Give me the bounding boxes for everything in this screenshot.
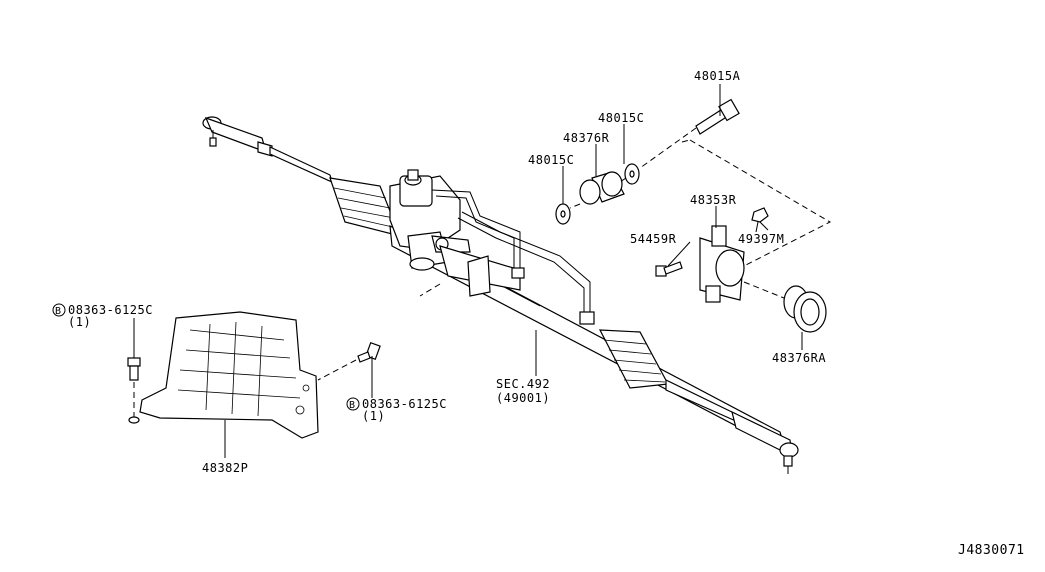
label-49397m: 49397M <box>738 232 784 246</box>
left-tie-rod-end <box>202 116 273 157</box>
label-48015a: 48015A <box>694 69 741 83</box>
bolt-callout-left: B 08363-6125C (1) <box>52 303 153 329</box>
bolt-marker-letter: B <box>349 400 356 411</box>
bolt-48015a-drawing <box>695 98 740 135</box>
mounting-parts-drawing <box>555 98 832 333</box>
label-48015c-top: 48015C <box>598 111 644 125</box>
label-48376ra: 48376RA <box>772 351 826 365</box>
shield-left-bolt-drawing <box>127 318 141 424</box>
label-48353r: 48353R <box>690 193 737 207</box>
right-tie-rod-end <box>731 410 799 474</box>
label-48382p: 48382P <box>202 461 248 475</box>
label-48376r: 48376R <box>563 131 610 145</box>
nut-49397m-drawing <box>751 207 769 233</box>
label-bolt-left-qty: (1) <box>68 315 91 329</box>
bolt-callout-right: B 08363-6125C (1) <box>346 397 447 423</box>
hydraulic-lines <box>431 189 595 325</box>
label-bolt-right-qty: (1) <box>362 409 385 423</box>
splash-shield-drawing <box>127 311 381 439</box>
label-54459r: 54459R <box>630 232 677 246</box>
label-sec-492: SEC.492 <box>496 377 550 391</box>
bolt-54459r-drawing <box>655 261 683 277</box>
steering-rack-drawing <box>202 116 799 474</box>
label-bolt-left-code: 08363-6125C <box>68 303 153 317</box>
bolt-marker-b-icon <box>52 303 66 317</box>
pinion-valve-housing <box>389 169 471 271</box>
label-bolt-right-code: 08363-6125C <box>362 397 447 411</box>
label-48015c-left: 48015C <box>528 153 574 167</box>
shield-right-bolt-drawing <box>317 341 381 396</box>
leader-lines <box>224 84 803 458</box>
label-sec-49001: (49001) <box>496 391 550 405</box>
bolt-marker-letter: B <box>55 306 62 317</box>
bolt-marker-b-icon <box>346 397 360 411</box>
clamp-48353r-drawing <box>699 225 745 303</box>
bushing-48376r-drawing <box>579 171 625 205</box>
diagram-id: J4830071 <box>958 543 1025 558</box>
right-boot <box>598 329 669 389</box>
bushing-48376ra-drawing <box>783 285 827 333</box>
